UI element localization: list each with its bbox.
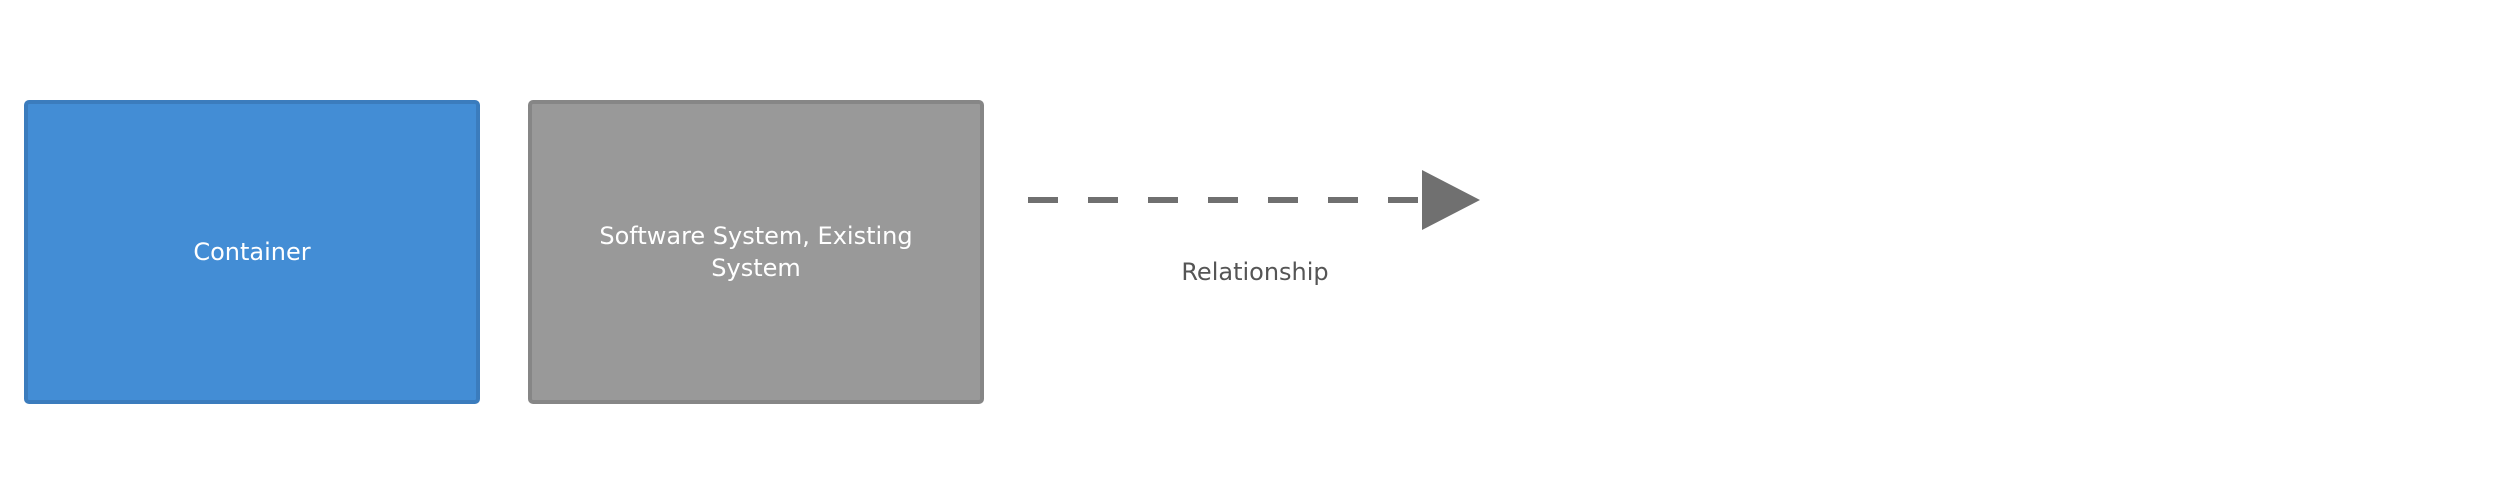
software-system-element[interactable]: Software System, Existing System [528,100,984,404]
container-element[interactable]: Container [24,100,480,404]
software-system-label: Software System, Existing System [599,221,913,282]
relationship-label: Relationship [1181,258,1329,286]
relationship-arrow[interactable] [1020,160,1520,240]
container-label: Container [193,237,311,266]
arrowhead-icon [1422,170,1480,230]
